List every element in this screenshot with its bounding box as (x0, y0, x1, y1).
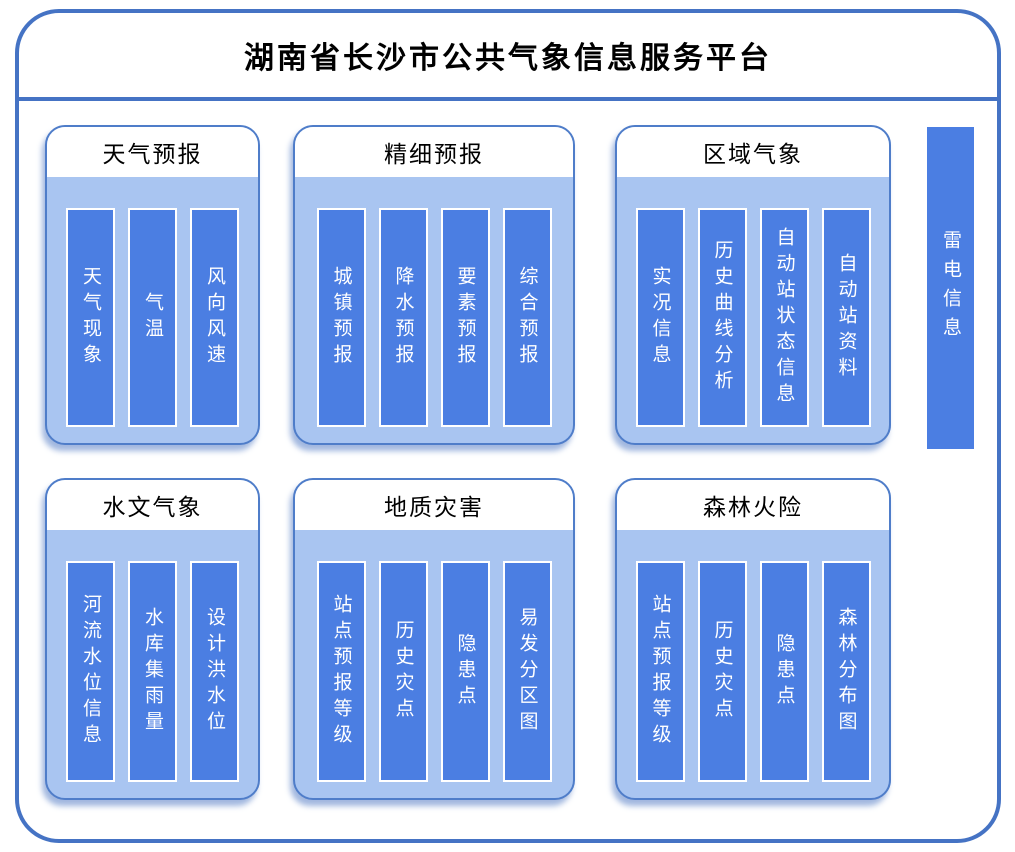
platform-frame: 湖南省长沙市公共气象信息服务平台 天气预报 天气现象 气温 风向风速 精细预报 … (15, 9, 1001, 843)
bar-item: 隐患点 (759, 561, 809, 782)
bar-item: 城镇预报 (316, 208, 366, 427)
bar-label: 降水预报 (392, 265, 414, 370)
bar-item: 历史曲线分析 (697, 208, 747, 427)
panel-fine-forecast-header: 精细预报 (295, 127, 573, 177)
bar-label: 森林分布图 (835, 606, 857, 737)
panel-fine-forecast: 精细预报 城镇预报 降水预报 要素预报 综合预报 (293, 125, 575, 445)
bar-item: 实况信息 (635, 208, 685, 427)
panel-title: 森林火险 (703, 494, 803, 520)
bar-item: 降水预报 (378, 208, 428, 427)
panel-regional-meteorology: 区域气象 实况信息 历史曲线分析 自动站状态信息 自动站资料 (615, 125, 891, 445)
bar-label: 风向风速 (204, 265, 225, 370)
panel-regional-meteorology-body: 实况信息 历史曲线分析 自动站状态信息 自动站资料 (617, 177, 889, 443)
bar-label: 隐患点 (454, 632, 476, 711)
bar-item: 综合预报 (502, 208, 552, 427)
bar-item: 气温 (128, 208, 177, 427)
bar-label: 水库集雨量 (142, 606, 163, 737)
bar-item: 易发分区图 (502, 561, 552, 782)
bar-label: 要素预报 (454, 265, 476, 370)
panel-weather-forecast-body: 天气现象 气温 风向风速 (47, 177, 258, 443)
panel-weather-forecast-header: 天气预报 (47, 127, 258, 177)
panel-title: 水文气象 (102, 494, 203, 520)
lightning-info-bar: 雷电信息 (927, 127, 974, 449)
bar-label: 天气现象 (80, 265, 101, 370)
panel-title: 区域气象 (703, 141, 803, 167)
bar-label: 气温 (142, 291, 163, 344)
bar-label: 易发分区图 (516, 606, 538, 737)
panel-title: 天气预报 (102, 141, 203, 167)
bar-item: 河流水位信息 (66, 561, 115, 782)
bar-label: 雷电信息 (940, 230, 961, 346)
bar-item: 站点预报等级 (635, 561, 685, 782)
panel-geological-hazards-body: 站点预报等级 历史灾点 隐患点 易发分区图 (295, 530, 573, 798)
panel-regional-meteorology-header: 区域气象 (617, 127, 889, 177)
bar-item: 隐患点 (440, 561, 490, 782)
bar-label: 自动站状态信息 (773, 226, 795, 409)
panel-title: 精细预报 (384, 141, 484, 167)
bar-item: 历史灾点 (697, 561, 747, 782)
bar-label: 河流水位信息 (80, 593, 101, 750)
panel-fine-forecast-body: 城镇预报 降水预报 要素预报 综合预报 (295, 177, 573, 443)
bar-item: 森林分布图 (821, 561, 871, 782)
page-title: 湖南省长沙市公共气象信息服务平台 (244, 42, 772, 75)
bar-item: 水库集雨量 (128, 561, 177, 782)
panel-hydrological-meteorology: 水文气象 河流水位信息 水库集雨量 设计洪水位 (45, 478, 260, 800)
panel-forest-fire-risk-header: 森林火险 (617, 480, 889, 530)
panel-geological-hazards: 地质灾害 站点预报等级 历史灾点 隐患点 易发分区图 (293, 478, 575, 800)
panel-forest-fire-risk-body: 站点预报等级 历史灾点 隐患点 森林分布图 (617, 530, 889, 798)
bar-item: 风向风速 (190, 208, 239, 427)
panel-geological-hazards-header: 地质灾害 (295, 480, 573, 530)
bar-label: 隐患点 (773, 632, 795, 711)
bar-item: 站点预报等级 (316, 561, 366, 782)
panel-weather-forecast: 天气预报 天气现象 气温 风向风速 (45, 125, 260, 445)
bar-label: 历史灾点 (711, 619, 733, 724)
panel-title: 地质灾害 (384, 494, 484, 520)
bar-item: 要素预报 (440, 208, 490, 427)
title-bar: 湖南省长沙市公共气象信息服务平台 (19, 13, 997, 101)
panel-hydrological-meteorology-header: 水文气象 (47, 480, 258, 530)
bar-item: 自动站状态信息 (759, 208, 809, 427)
bar-label: 城镇预报 (330, 265, 352, 370)
panel-forest-fire-risk: 森林火险 站点预报等级 历史灾点 隐患点 森林分布图 (615, 478, 891, 800)
bar-label: 站点预报等级 (330, 593, 352, 750)
bar-item: 历史灾点 (378, 561, 428, 782)
bar-label: 实况信息 (649, 265, 671, 370)
bar-label: 历史灾点 (392, 619, 414, 724)
bar-item: 设计洪水位 (190, 561, 239, 782)
bar-item: 自动站资料 (821, 208, 871, 427)
bar-label: 设计洪水位 (204, 606, 225, 737)
bar-label: 综合预报 (516, 265, 538, 370)
panel-hydrological-meteorology-body: 河流水位信息 水库集雨量 设计洪水位 (47, 530, 258, 798)
bar-item: 天气现象 (66, 208, 115, 427)
bar-label: 站点预报等级 (649, 593, 671, 750)
bar-label: 历史曲线分析 (711, 239, 733, 396)
bar-label: 自动站资料 (835, 252, 857, 383)
